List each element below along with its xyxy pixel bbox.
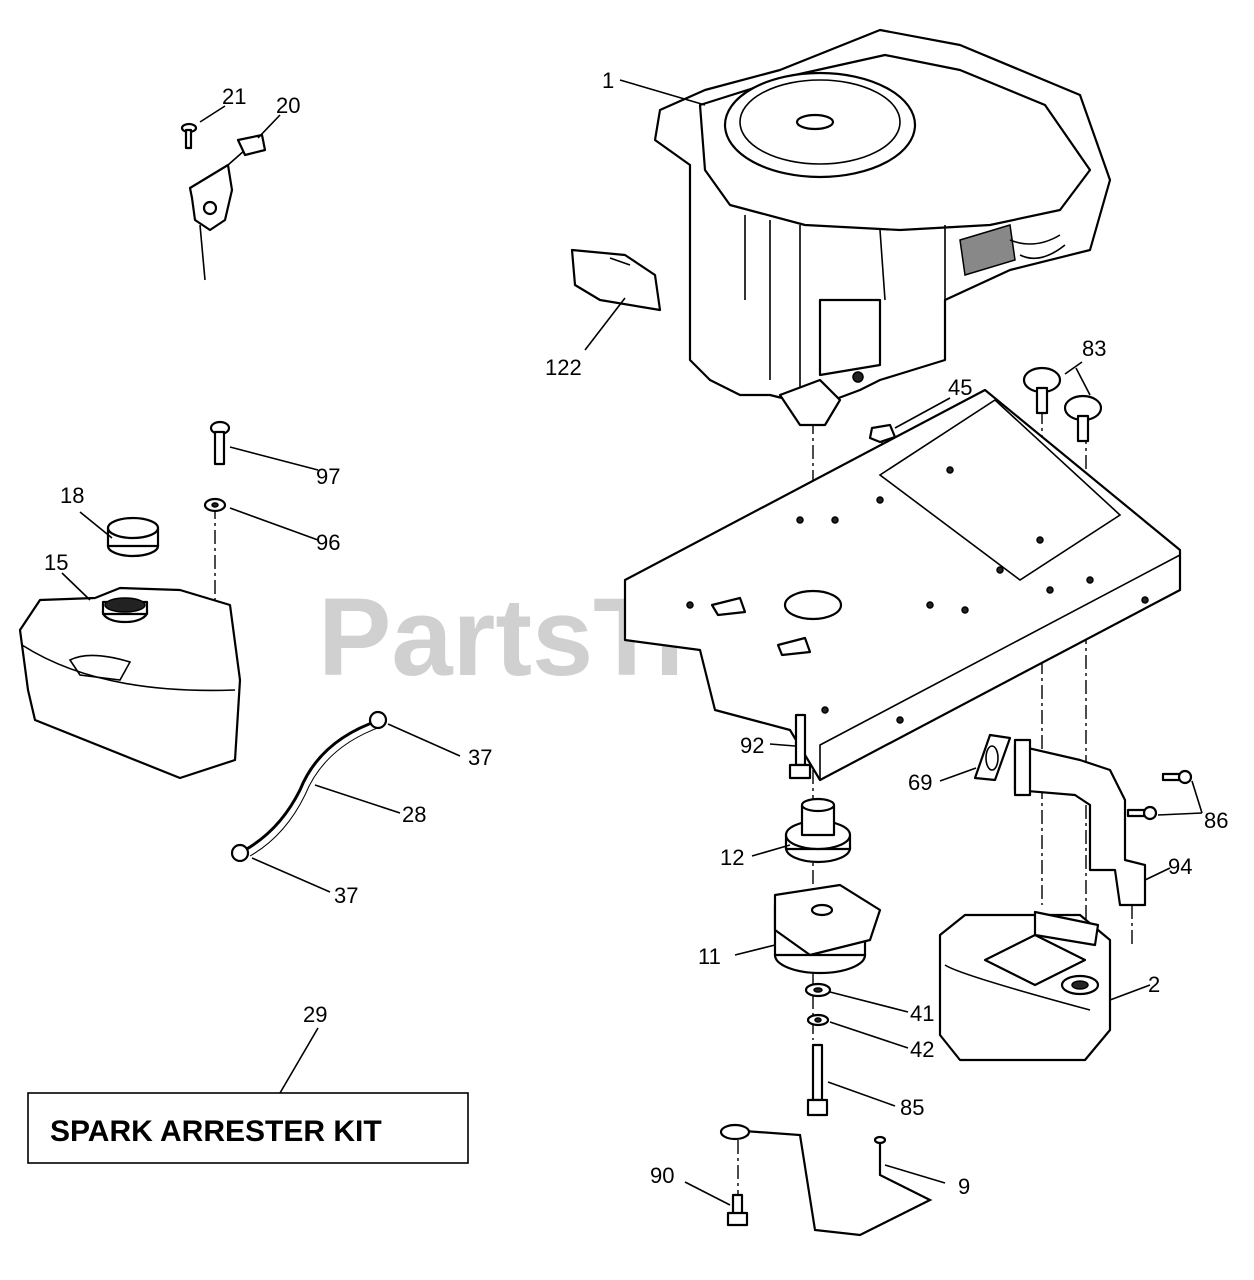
callout-1: 1: [602, 68, 614, 93]
callout-21: 21: [222, 84, 246, 109]
clamp-bottom-part[interactable]: [230, 843, 250, 863]
spark-arrester-kit-box[interactable]: SPARK ARRESTER KIT: [27, 1092, 469, 1164]
callout-15: 15: [44, 550, 68, 575]
callout-96: 96: [316, 530, 340, 555]
bolt-85-part[interactable]: [806, 1043, 829, 1117]
screws-86-part[interactable]: [1126, 769, 1193, 821]
belt-guide-part[interactable]: [719, 1123, 933, 1237]
cable-screw-part[interactable]: [180, 122, 198, 150]
callout-2: 2: [1148, 972, 1160, 997]
callout-18: 18: [60, 483, 84, 508]
leader-lines: [61, 79, 1203, 1206]
callout-69: 69: [908, 770, 932, 795]
frame-part[interactable]: [623, 388, 1182, 782]
callout-90: 90: [650, 1163, 674, 1188]
callout-42: 42: [910, 1037, 934, 1062]
knob-part[interactable]: [1022, 366, 1103, 443]
muffler-part[interactable]: [938, 910, 1112, 1062]
callout-11: 11: [698, 944, 721, 969]
fuel-cap-part[interactable]: [106, 516, 160, 558]
spark-arrester-kit-label: SPARK ARRESTER KIT: [50, 1115, 382, 1148]
callout-86: 86: [1204, 808, 1228, 833]
gasket-part[interactable]: [973, 733, 1012, 782]
callout-20: 20: [276, 93, 300, 118]
nut-part[interactable]: [868, 423, 897, 444]
pulley-part[interactable]: [784, 797, 852, 864]
clamp-top-part[interactable]: [368, 710, 388, 730]
callout-37-bottom: 37: [334, 883, 358, 908]
engine-part[interactable]: [653, 28, 1112, 427]
callout-92: 92: [740, 733, 764, 758]
fuel-tank-part[interactable]: [18, 586, 242, 780]
callout-37-top: 37: [468, 745, 492, 770]
callout-41: 41: [910, 1001, 934, 1026]
bolt-90-part[interactable]: [726, 1193, 749, 1227]
shield-part[interactable]: [570, 248, 662, 312]
callout-9: 9: [958, 1174, 970, 1199]
washer-42-part[interactable]: [806, 1013, 830, 1027]
fuel-line-part[interactable]: [244, 718, 384, 857]
callout-29: 29: [303, 1002, 327, 1027]
callout-12: 12: [720, 845, 744, 870]
callout-28: 28: [402, 802, 426, 827]
exhaust-pipe-part[interactable]: [1013, 738, 1147, 907]
washer-96-part[interactable]: [203, 497, 227, 513]
clutch-part[interactable]: [773, 883, 882, 975]
callout-labels: 1 83 45 122 21 20 97 96 18 15 37 28 37 9…: [44, 68, 1228, 1199]
bolt-92-part[interactable]: [788, 713, 812, 780]
callout-94: 94: [1168, 854, 1192, 879]
screw-97-part[interactable]: [209, 420, 231, 466]
callout-45: 45: [948, 375, 972, 400]
washer-41-part[interactable]: [804, 982, 832, 998]
callout-97: 97: [316, 464, 340, 489]
callout-122: 122: [545, 355, 582, 380]
callout-85: 85: [900, 1095, 924, 1120]
choke-cable-part[interactable]: [188, 133, 267, 281]
callout-83: 83: [1082, 336, 1106, 361]
